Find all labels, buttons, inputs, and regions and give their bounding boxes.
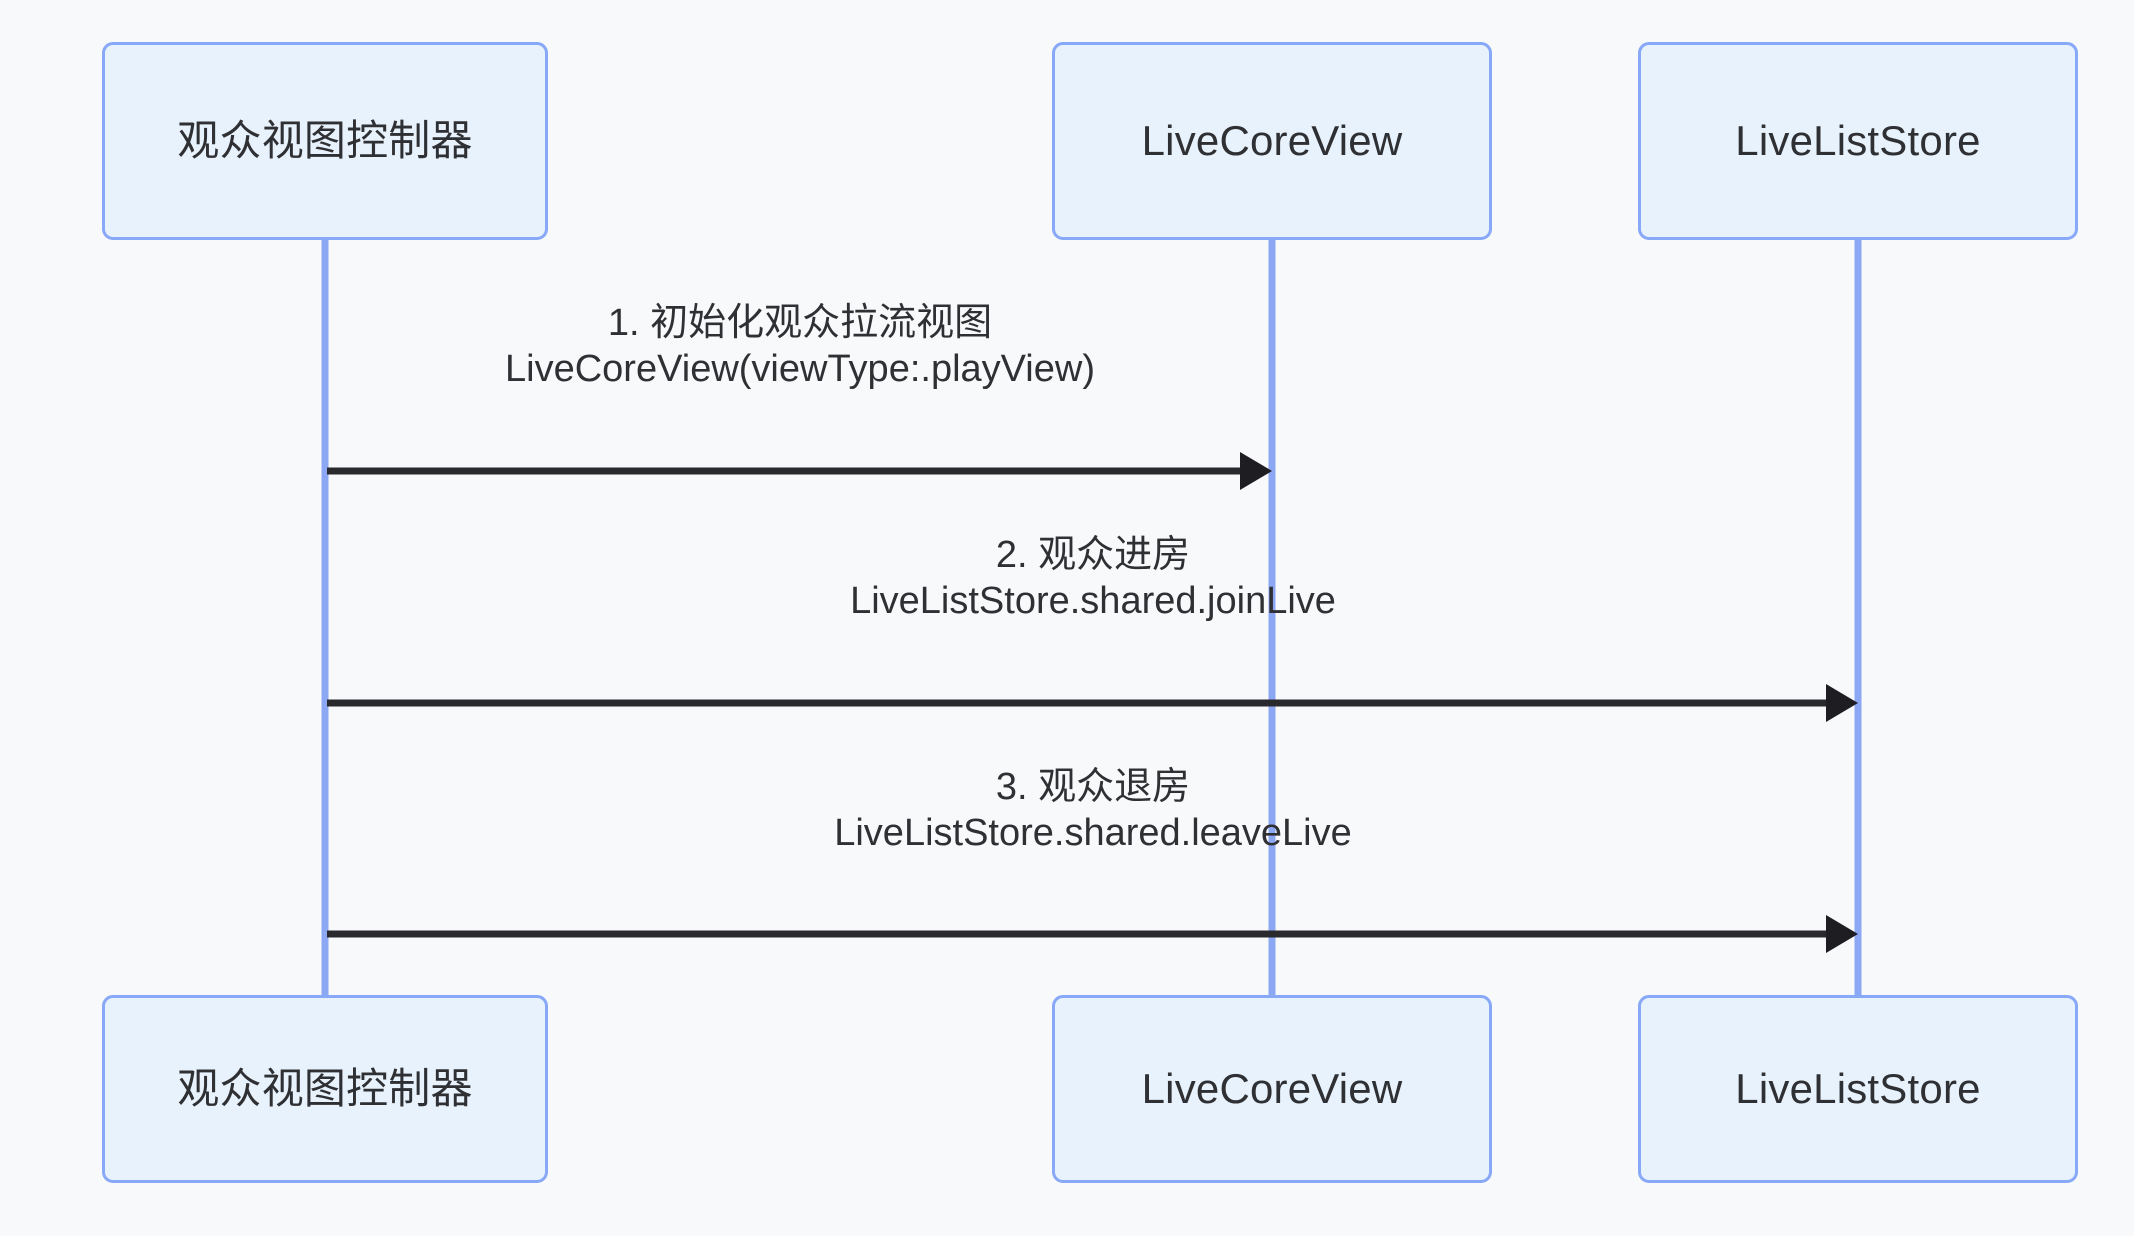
message-title-2: 2. 观众进房 [995, 534, 1191, 576]
message-label-2: 2. 观众进房 LiveListStore.shared.joinLive [850, 532, 1336, 625]
participant-label-audience-view-controller: 观众视图控制器 [177, 116, 473, 164]
participant-label-bottom-live-core-view: LiveCoreView [1141, 1064, 1403, 1112]
participant-label-live-core-view: LiveCoreView [1141, 116, 1403, 164]
participant-box-bottom-audience-view-controller[interactable]: 观众视图控制器 [102, 995, 548, 1183]
message-arrowhead-2 [1826, 684, 1858, 722]
participant-label-bottom-audience-view-controller: 观众视图控制器 [177, 1064, 473, 1112]
message-arrow-2 [327, 699, 1827, 707]
lifeline-live-core-view [1268, 238, 1276, 1000]
message-detail-1: LiveCoreView(viewType:.playView) [505, 348, 1095, 391]
participant-box-bottom-live-core-view[interactable]: LiveCoreView [1052, 995, 1492, 1183]
message-arrowhead-1 [1240, 452, 1272, 490]
message-arrowhead-3 [1826, 915, 1858, 953]
participant-box-top-live-list-store[interactable]: LiveListStore [1638, 42, 2078, 240]
participant-box-bottom-live-list-store[interactable]: LiveListStore [1638, 995, 2078, 1183]
lifeline-live-list-store [1854, 238, 1862, 1000]
message-arrow-3 [327, 930, 1827, 938]
lifeline-audience-view-controller [321, 238, 329, 1000]
message-arrow-1 [327, 467, 1242, 475]
participant-label-live-list-store: LiveListStore [1735, 116, 1981, 164]
message-detail-2: LiveListStore.shared.joinLive [850, 580, 1336, 623]
message-label-1: 1. 初始化观众拉流视图 LiveCoreView(viewType:.play… [505, 300, 1095, 393]
participant-box-top-audience-view-controller[interactable]: 观众视图控制器 [102, 42, 548, 240]
participant-label-bottom-live-list-store: LiveListStore [1735, 1064, 1981, 1112]
participant-box-top-live-core-view[interactable]: LiveCoreView [1052, 42, 1492, 240]
message-title-1: 1. 初始化观众拉流视图 [607, 302, 993, 344]
